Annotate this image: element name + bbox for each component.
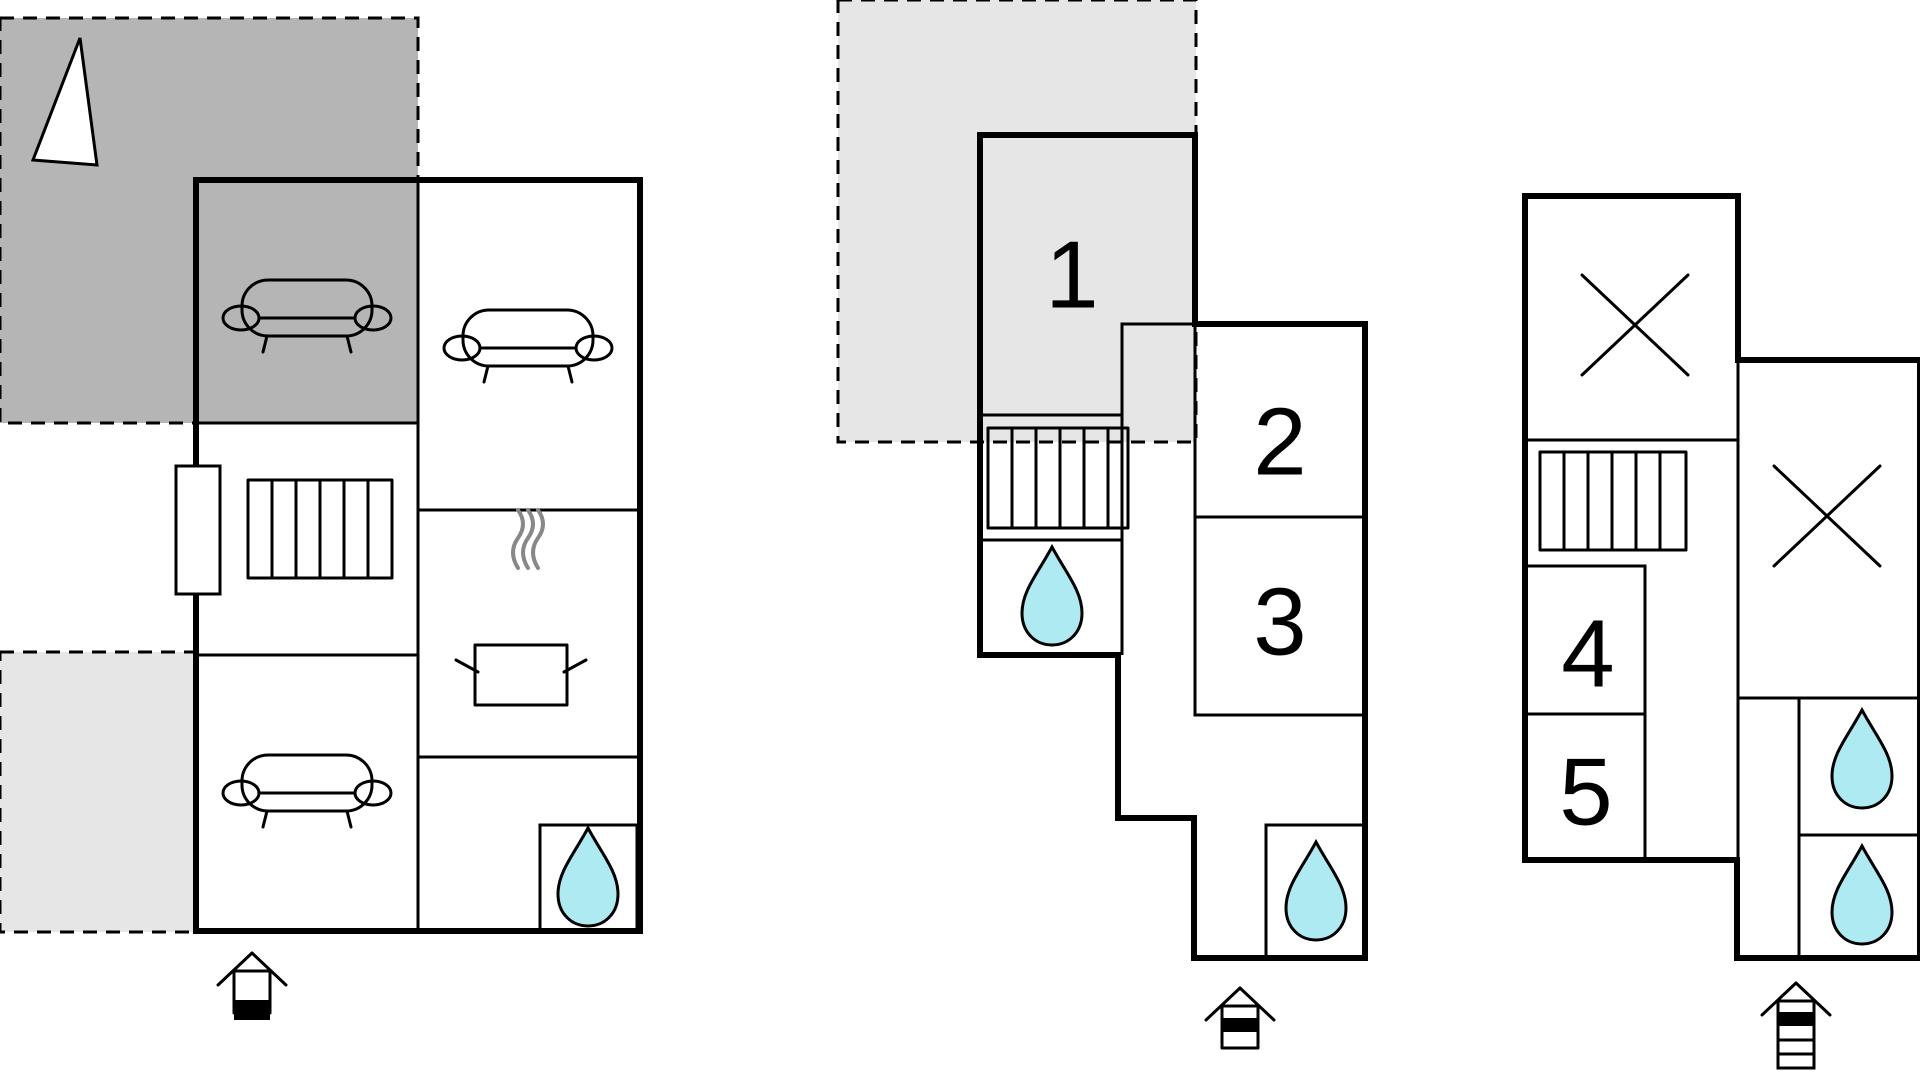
water-drop-icon <box>1020 545 1084 647</box>
north-arrow-icon <box>30 37 99 167</box>
sofa-icon <box>442 308 614 384</box>
room-label-1: 1 <box>1045 222 1098 329</box>
water-drop-icon <box>1284 840 1348 942</box>
cooking-pot-icon <box>454 508 588 707</box>
second-floor: 4 5 <box>1522 193 1920 1070</box>
door <box>174 464 222 596</box>
room-label-3: 3 <box>1253 569 1306 676</box>
cross-icon <box>1772 464 1882 568</box>
first-floor-outline <box>977 132 1368 961</box>
cross-icon <box>1580 273 1690 377</box>
staircase-icon <box>986 426 1130 530</box>
water-drop-icon <box>1830 844 1894 946</box>
first-floor: 1 2 3 <box>836 0 1368 1050</box>
room-label-4: 4 <box>1561 601 1614 708</box>
sofa-icon <box>221 753 393 829</box>
water-drop-icon <box>1830 708 1894 810</box>
ground-floor <box>0 16 643 1020</box>
outdoor-area <box>836 0 1198 444</box>
garden-area <box>0 650 198 934</box>
staircase-icon <box>246 478 394 580</box>
staircase-icon <box>1538 450 1688 552</box>
water-drop-icon <box>556 826 620 928</box>
room-label-5: 5 <box>1559 739 1612 846</box>
room-label-2: 2 <box>1253 389 1306 496</box>
